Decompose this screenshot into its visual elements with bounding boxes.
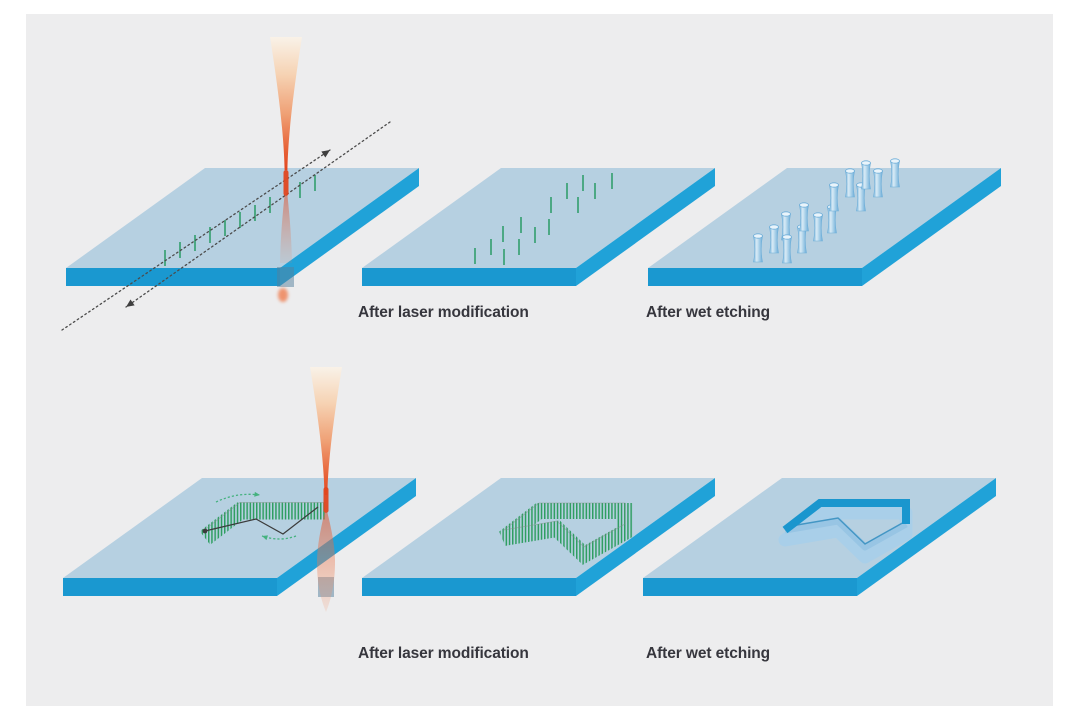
laser-beam-row1 bbox=[270, 37, 302, 302]
pillar bbox=[753, 233, 763, 263]
pillar bbox=[813, 212, 823, 242]
caption-row1-after-wet-etching: After wet etching bbox=[646, 304, 771, 321]
row1-modified-lines-middle bbox=[474, 173, 613, 265]
pillar bbox=[890, 158, 900, 188]
row2-modified-ribbon-writing bbox=[199, 502, 326, 545]
pillar bbox=[799, 202, 809, 232]
row1-etched-pillars bbox=[753, 158, 900, 264]
pillar bbox=[861, 160, 871, 190]
row2-modified-ribbon-loop bbox=[499, 502, 633, 565]
arrowhead bbox=[126, 299, 135, 307]
pillar bbox=[829, 182, 839, 212]
row2-scan-path bbox=[202, 491, 319, 541]
arrowhead bbox=[254, 491, 260, 497]
substrate-row1-slab-modified bbox=[362, 168, 715, 286]
pillar bbox=[782, 234, 792, 264]
caption-row2-after-laser-modification: After laser modification bbox=[358, 645, 529, 662]
laser-beam-row2 bbox=[310, 367, 342, 612]
pillar bbox=[769, 224, 779, 254]
pillar bbox=[845, 168, 855, 198]
pillar bbox=[873, 168, 883, 198]
substrate-row1-slab-etched bbox=[648, 168, 1001, 286]
row2-etched-channel bbox=[778, 499, 913, 564]
substrate-row1-slab-writing bbox=[66, 168, 419, 286]
caption-row2-after-wet-etching: After wet etching bbox=[646, 645, 771, 662]
arrowhead bbox=[321, 150, 330, 158]
arrowhead bbox=[262, 535, 269, 541]
caption-row1-after-laser-modification: After laser modification bbox=[358, 304, 529, 321]
